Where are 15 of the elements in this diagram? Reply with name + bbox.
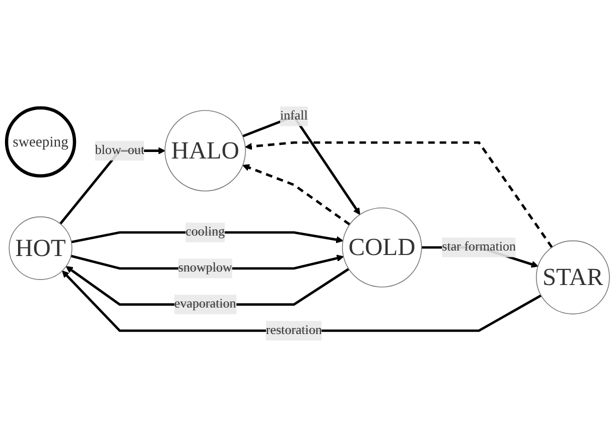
arrow xyxy=(62,270,542,332)
edge-label: evaporation xyxy=(174,298,236,312)
edge-label: star formation xyxy=(442,240,516,254)
edge-label: blow–out xyxy=(94,144,144,158)
node-circle: sweeping xyxy=(4,106,76,178)
node-circle: STAR xyxy=(536,240,610,315)
edge-label: restoration xyxy=(266,324,322,338)
edge-label: infall xyxy=(280,109,308,124)
edge-label: cooling xyxy=(186,226,225,240)
edge-label: snowplow xyxy=(178,262,232,276)
arrow xyxy=(244,142,553,249)
arrow xyxy=(242,164,350,226)
node-circle: HOT xyxy=(8,216,72,280)
node-circle: HALO xyxy=(164,110,246,192)
node-circle: COLD xyxy=(342,208,422,288)
